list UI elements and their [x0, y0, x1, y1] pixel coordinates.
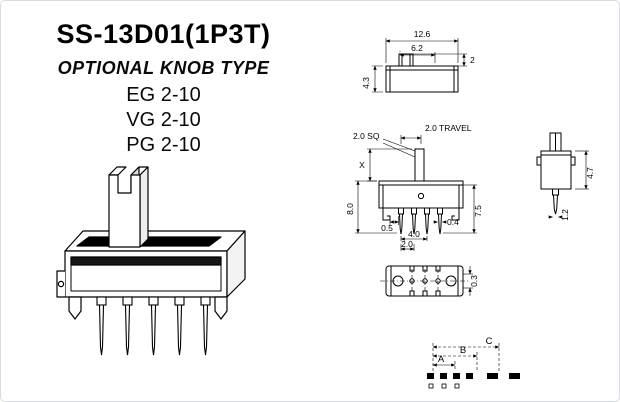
position-label-a: A: [438, 354, 445, 365]
front-view: 2.0 TRAVEL 2.0 SQ X 8.0 7.5 0.5 0.4 4.0 …: [345, 123, 483, 251]
pin: [96, 296, 107, 356]
side-view: 4.7 1.2: [536, 132, 595, 221]
right-foot: [214, 296, 228, 320]
knob-option: EG 2-10: [126, 84, 201, 106]
top-view: 12.6 6.2 2 4.3: [361, 29, 475, 93]
dim-right-height: 7.5: [473, 205, 483, 217]
pin: [122, 296, 133, 356]
knob-top-left-arm: [108, 166, 127, 176]
technical-drawings: 12.6 6.2 2 4.3: [345, 29, 595, 389]
solder-pads: [427, 373, 520, 379]
knob-slot: [76, 236, 222, 247]
knob-options-list: EG 2-10 VG 2-10 PG 2-10: [11, 83, 316, 158]
knob-option: PG 2-10: [126, 134, 201, 156]
position-label-c: C: [486, 336, 493, 347]
dim-body-height: 4.3: [361, 77, 371, 89]
left-panel: SS-13D01(1P3T) OPTIONAL KNOB TYPE EG 2-1…: [11, 11, 316, 391]
dim-bottom-slot: 0.3: [469, 275, 479, 287]
bottom-view: 0.3: [380, 265, 479, 297]
body-side-face: [226, 230, 246, 298]
page-title: SS-13D01(1P3T): [56, 19, 271, 49]
pin: [174, 296, 185, 356]
dim-side-pin-width: 1.2: [560, 209, 570, 221]
knob-side-face: [139, 166, 149, 248]
dim-side-depth: 4.7: [585, 167, 595, 179]
left-ear-hole: [57, 280, 65, 288]
position-schematic: A B C: [427, 336, 520, 389]
dim-travel: 2.0 TRAVEL: [425, 123, 472, 133]
terminal-pins: [96, 296, 211, 356]
knob-front-face: [108, 174, 141, 248]
pad-holes: [428, 383, 460, 389]
switch-illustration: [56, 166, 246, 356]
front-recess-shadow: [70, 256, 222, 266]
dim-overall-width: 12.6: [414, 29, 431, 39]
front-pins: [398, 207, 443, 235]
dim-pin-pitch: 2.0: [401, 239, 413, 249]
knob-option: VG 2-10: [126, 109, 201, 131]
left-foot: [68, 296, 82, 320]
dim-pin-span: 4.0: [408, 229, 420, 239]
pin: [200, 296, 211, 356]
dim-left-height: 8.0: [345, 203, 355, 215]
knob-type-subtitle: OPTIONAL KNOB TYPE: [57, 58, 270, 78]
position-label-b: B: [460, 345, 466, 356]
pin: [148, 296, 159, 356]
dim-slot-width: 6.2: [411, 43, 423, 53]
dim-pin-thickness: 0.4: [447, 217, 459, 227]
dim-knob-square: 2.0 SQ: [353, 131, 380, 141]
dim-knob-height: 2: [470, 55, 475, 65]
dim-knob-var-height: X: [359, 160, 365, 170]
dim-pin-offset: 0.5: [381, 223, 393, 233]
